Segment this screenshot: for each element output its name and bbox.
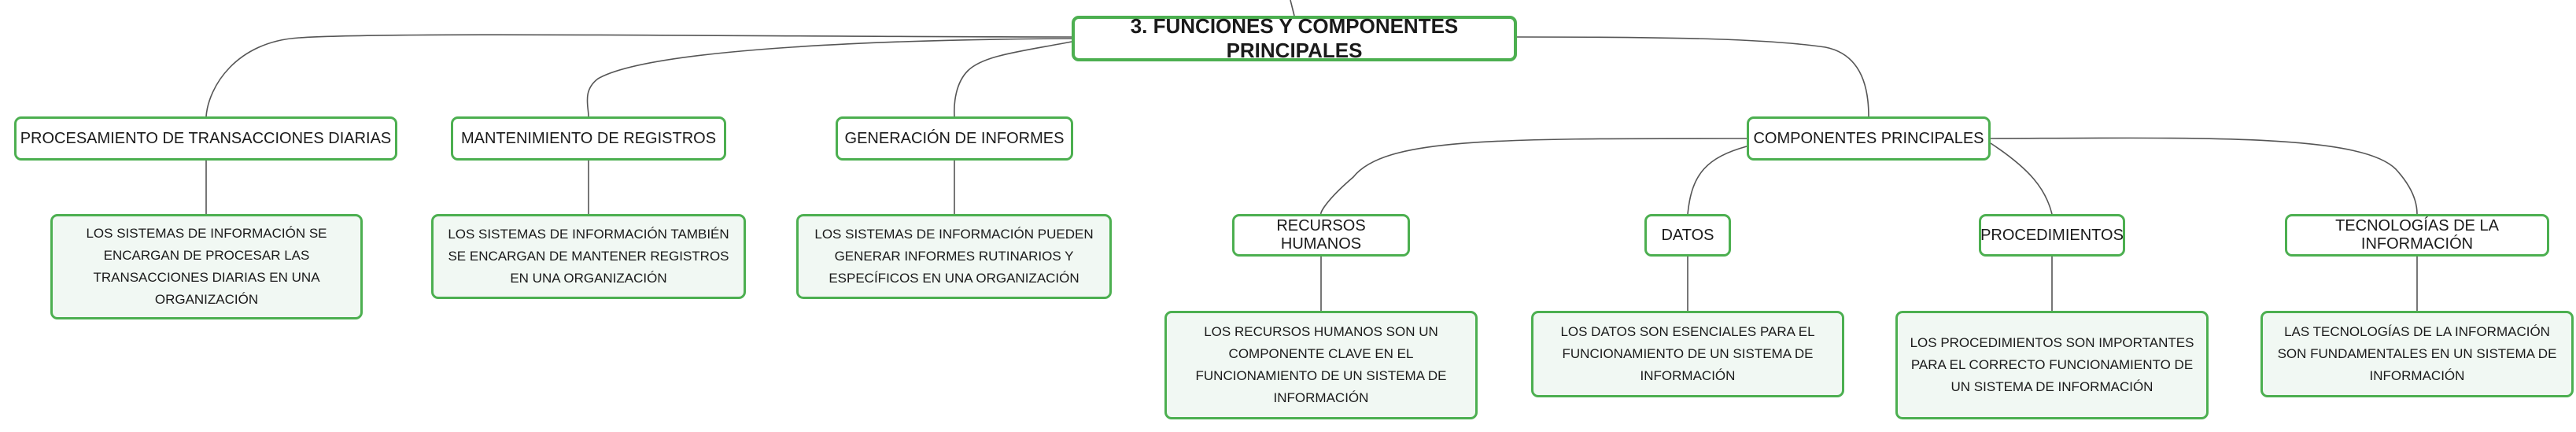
node-procesamiento-description-text: LOS SISTEMAS DE INFORMACIÓN SE ENCARGAN … — [86, 226, 327, 307]
connector-componentes-to-recursos — [1320, 138, 1747, 215]
connector-componentes-to-tecnologias — [1990, 137, 2418, 215]
node-mantenimiento-description-text: LOS SISTEMAS DE INFORMACIÓN TAMBIÉN SE E… — [448, 227, 729, 286]
connector-componentes-to-procedimientos — [1990, 142, 2053, 215]
node-mantenimiento-description[interactable]: LOS SISTEMAS DE INFORMACIÓN TAMBIÉN SE E… — [431, 214, 746, 299]
node-informes-description[interactable]: LOS SISTEMAS DE INFORMACIÓN PUEDEN GENER… — [796, 214, 1112, 299]
connector-root-to-mantenimiento — [586, 38, 1072, 117]
node-recursos[interactable]: RECURSOS HUMANOS — [1232, 214, 1410, 257]
connector-root-to-componentes — [1516, 36, 1869, 117]
node-recursos-label: RECURSOS HUMANOS — [1276, 217, 1366, 253]
connector-root-to-procesamiento — [205, 34, 1072, 117]
node-componentes[interactable]: COMPONENTES PRINCIPALES — [1747, 116, 1991, 161]
node-tecnologias-description[interactable]: LAS TECNOLOGÍAS DE LA INFORMACIÓN SON FU… — [2260, 311, 2574, 397]
root-node[interactable]: 3. FUNCIONES Y COMPONENTES PRINCIPALES — [1072, 14, 1517, 62]
node-informes-description-text: LOS SISTEMAS DE INFORMACIÓN PUEDEN GENER… — [814, 227, 1094, 286]
node-tecnologias[interactable]: TECNOLOGÍAS DE LA INFORMACIÓN — [2285, 214, 2549, 257]
node-tecnologias-label: TECNOLOGÍAS DE LA INFORMACIÓN — [2335, 217, 2499, 253]
node-datos[interactable]: DATOS — [1644, 214, 1731, 257]
node-tecnologias-description-text: LAS TECNOLOGÍAS DE LA INFORMACIÓN SON FU… — [2277, 324, 2557, 383]
node-procesamiento[interactable]: PROCESAMIENTO DE TRANSACCIONES DIARIAS — [14, 116, 397, 161]
connector-root-to-informes — [954, 41, 1072, 117]
node-procedimientos-description[interactable]: LOS PROCEDIMIENTOS SON IMPORTANTES PARA … — [1895, 311, 2209, 419]
node-procedimientos-label: PROCEDIMIENTOS — [1980, 226, 2124, 244]
node-recursos-description-text: LOS RECURSOS HUMANOS SON UN COMPONENTE C… — [1195, 324, 1447, 405]
connector-root-to-parent — [1290, 0, 1295, 17]
node-procedimientos-description-text: LOS PROCEDIMIENTOS SON IMPORTANTES PARA … — [1910, 335, 2194, 394]
connector-componentes-to-datos — [1687, 146, 1747, 215]
node-procesamiento-label: PROCESAMIENTO DE TRANSACCIONES DIARIAS — [20, 129, 392, 147]
node-mantenimiento-label: MANTENIMIENTO DE REGISTROS — [460, 129, 717, 147]
root-label: 3. FUNCIONES Y COMPONENTES PRINCIPALES — [1130, 14, 1459, 62]
node-datos-description[interactable]: LOS DATOS SON ESENCIALES PARA EL FUNCION… — [1531, 311, 1844, 397]
node-datos-label: DATOS — [1661, 226, 1714, 244]
node-informes[interactable]: GENERACIÓN DE INFORMES — [836, 116, 1073, 161]
node-mantenimiento[interactable]: MANTENIMIENTO DE REGISTROS — [451, 116, 726, 161]
node-procedimientos[interactable]: PROCEDIMIENTOS — [1979, 214, 2125, 257]
node-recursos-description[interactable]: LOS RECURSOS HUMANOS SON UN COMPONENTE C… — [1164, 311, 1478, 419]
node-procesamiento-description[interactable]: LOS SISTEMAS DE INFORMACIÓN SE ENCARGAN … — [50, 214, 363, 319]
node-componentes-label: COMPONENTES PRINCIPALES — [1753, 129, 1984, 147]
node-datos-description-text: LOS DATOS SON ESENCIALES PARA EL FUNCION… — [1560, 324, 1815, 383]
node-informes-label: GENERACIÓN DE INFORMES — [844, 129, 1065, 147]
